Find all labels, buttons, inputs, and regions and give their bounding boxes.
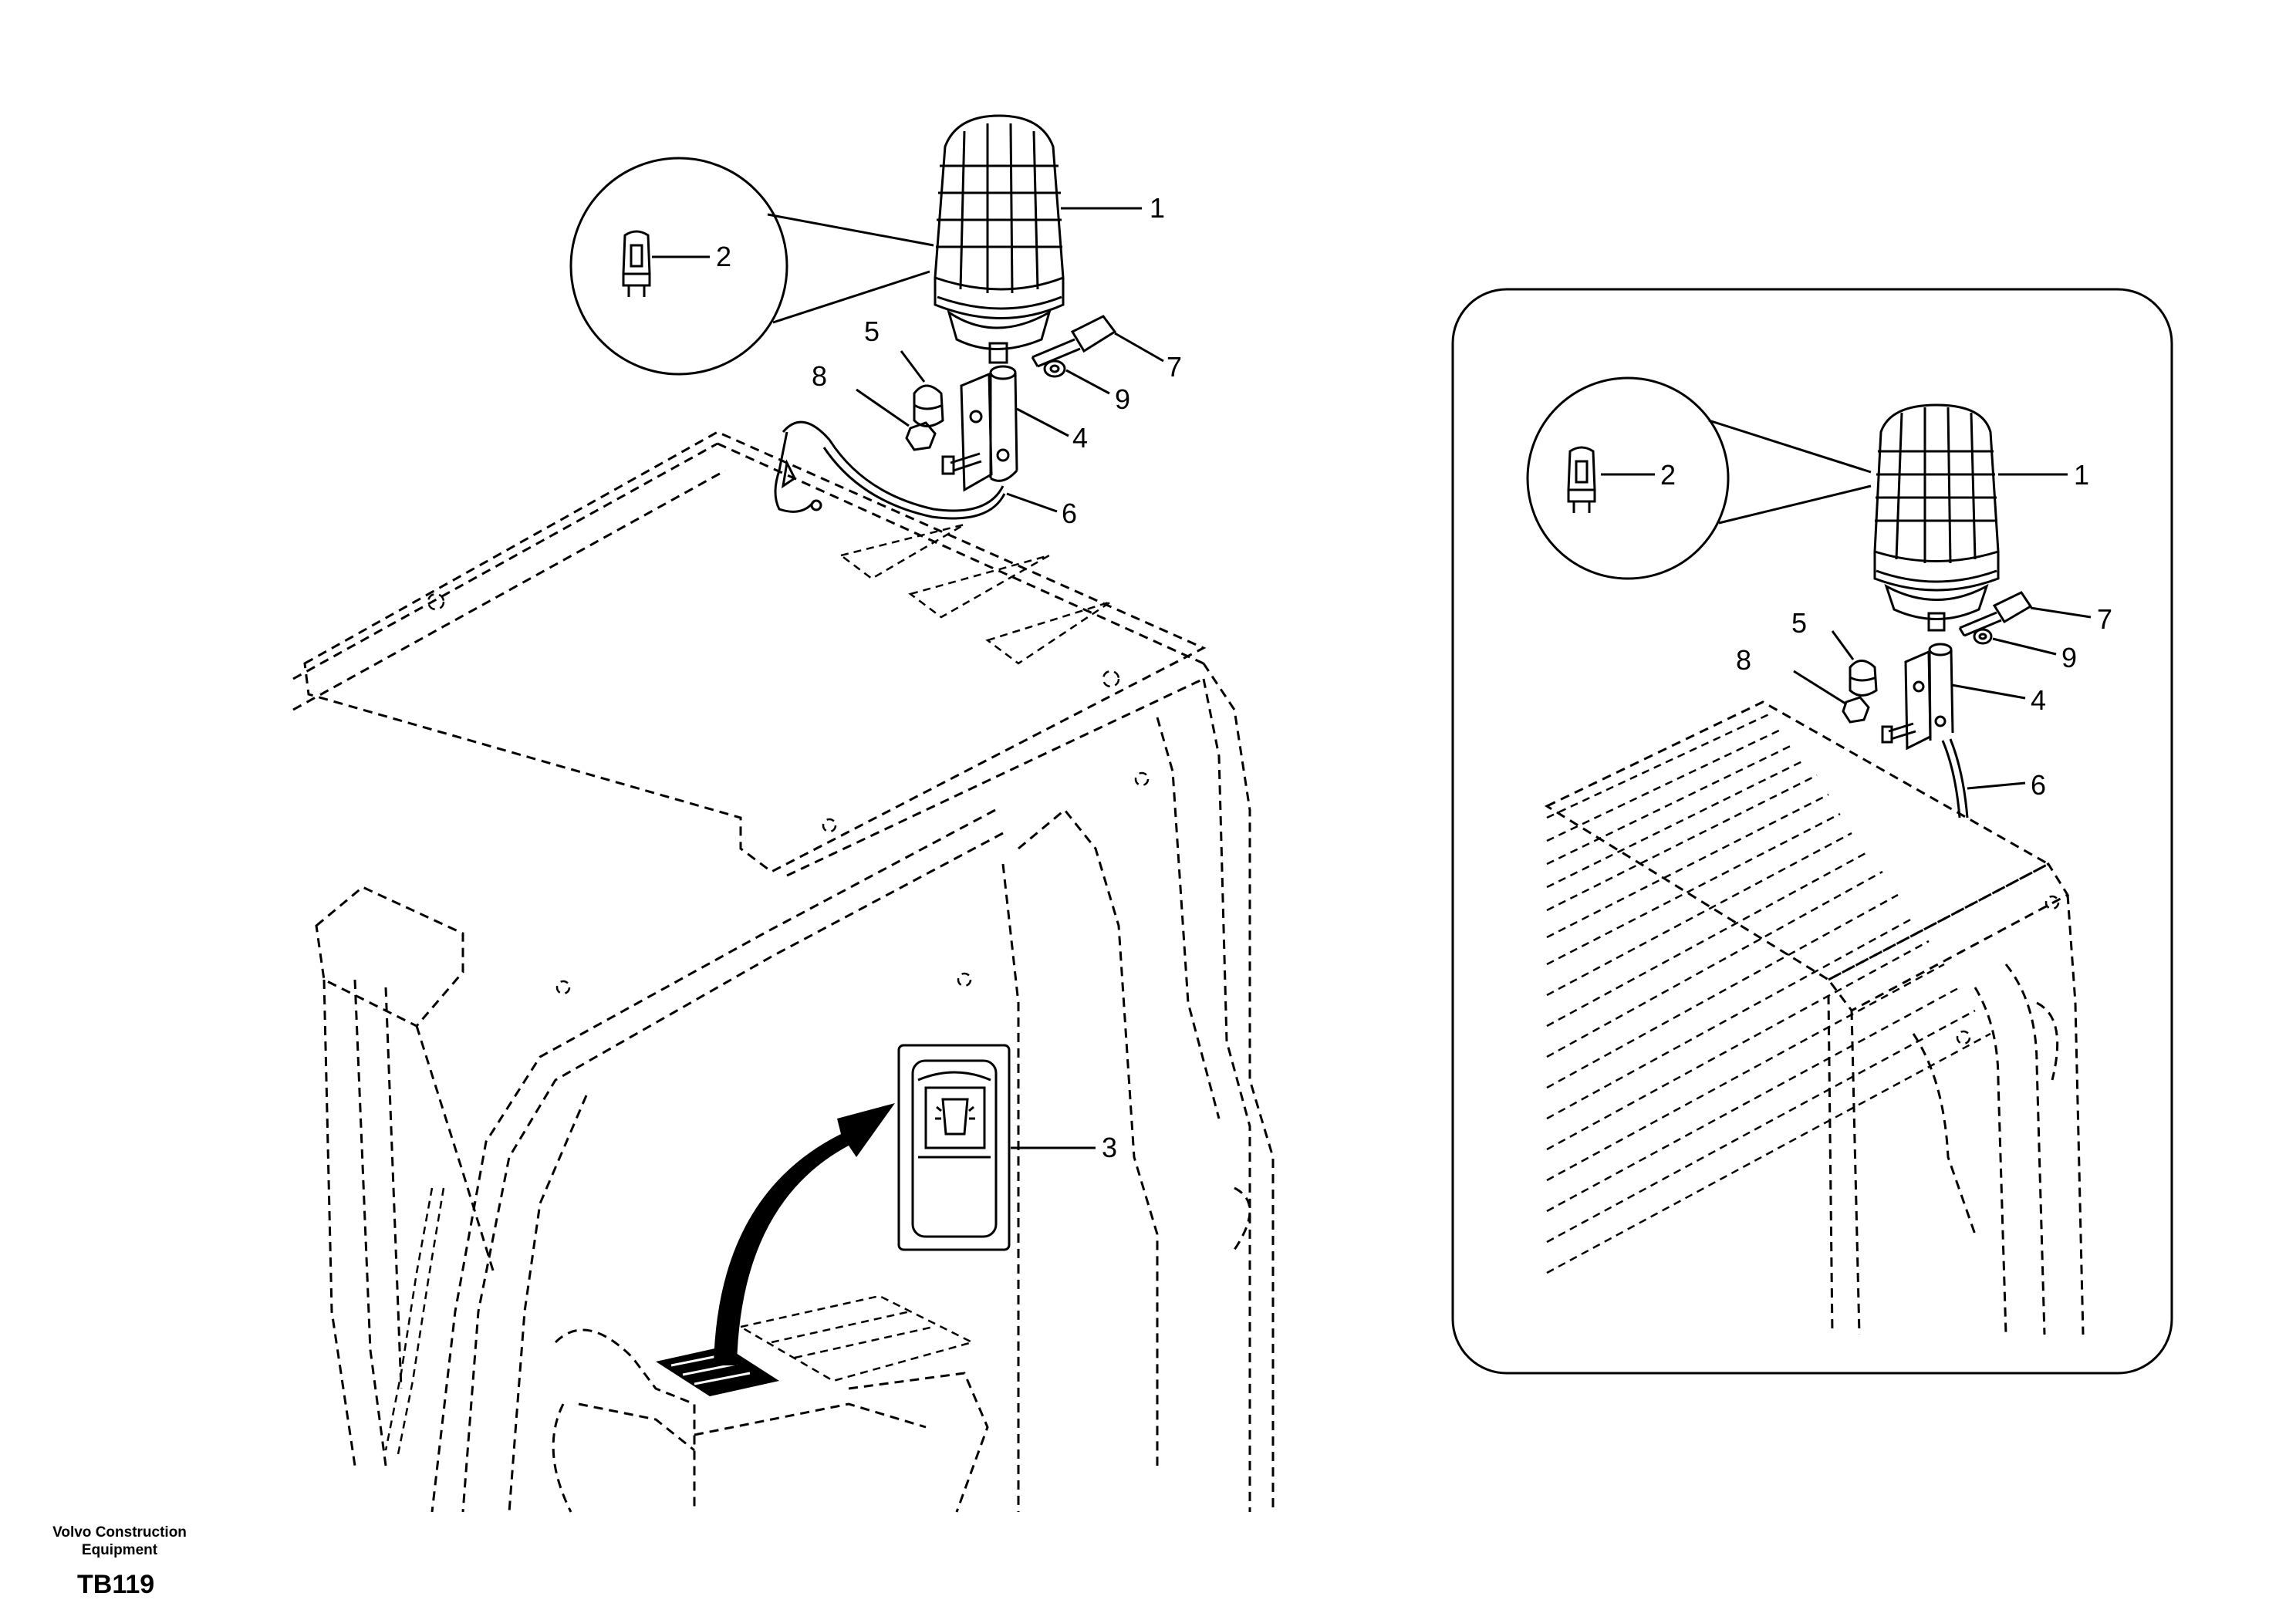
callout-4: 4: [1072, 422, 1088, 454]
inset-callout-2: 2: [1660, 459, 1676, 491]
inset-bracket-hardware: [1842, 591, 2033, 818]
footer-company-line2: Equipment: [82, 1542, 158, 1558]
inset-callout-4: 4: [2031, 684, 2046, 716]
inset-bulb-detail: [1526, 376, 1872, 580]
footer-drawing-code: TB119: [77, 1570, 154, 1599]
inset-roof-grid: [1544, 700, 2085, 1335]
rocker-switch: [897, 1044, 1011, 1251]
bulb-icon: [622, 230, 651, 297]
callout-2: 2: [716, 241, 731, 272]
curved-arrow-to-switch: [714, 1103, 895, 1365]
beacon-symbol-icon: [935, 1098, 975, 1136]
callout-1: 1: [1150, 192, 1165, 224]
footer-company-line1: Volvo Construction: [52, 1524, 187, 1541]
inset-bulb-icon: [1567, 446, 1596, 513]
inset-callout-9: 9: [2061, 642, 2077, 673]
inset-callout-1: 1: [2074, 459, 2089, 491]
inset-callout-7: 7: [2097, 603, 2112, 635]
main-view-cab-outline: [292, 430, 1275, 1513]
callout-9: 9: [1115, 383, 1130, 415]
leader-lines: [652, 207, 2092, 1149]
inset-callout-8: 8: [1736, 644, 1751, 676]
main-view-bulb-detail: [569, 157, 934, 376]
inset-callout-5: 5: [1791, 607, 1807, 639]
callout-5: 5: [864, 316, 880, 347]
callout-7: 7: [1167, 351, 1182, 383]
footer: Volvo Construction Equipment TB119: [52, 1524, 187, 1599]
inset-callout-6: 6: [2031, 769, 2046, 801]
inset-panel: [1451, 288, 2173, 1375]
callout-3: 3: [1102, 1132, 1117, 1163]
inset-callouts: 1 2 4 5 6 7 8 9: [1660, 459, 2112, 801]
main-view-bracket-hardware: [774, 315, 1117, 520]
callout-8: 8: [812, 360, 827, 392]
main-view-beacon-lamp: [934, 114, 1065, 364]
callout-6: 6: [1062, 498, 1077, 529]
main-view-control-grid: [656, 1346, 779, 1396]
inset-beacon-lamp: [1873, 403, 2000, 632]
main-view-callouts: 1 2 3 4 5 6 7 8 9: [716, 192, 1182, 1163]
